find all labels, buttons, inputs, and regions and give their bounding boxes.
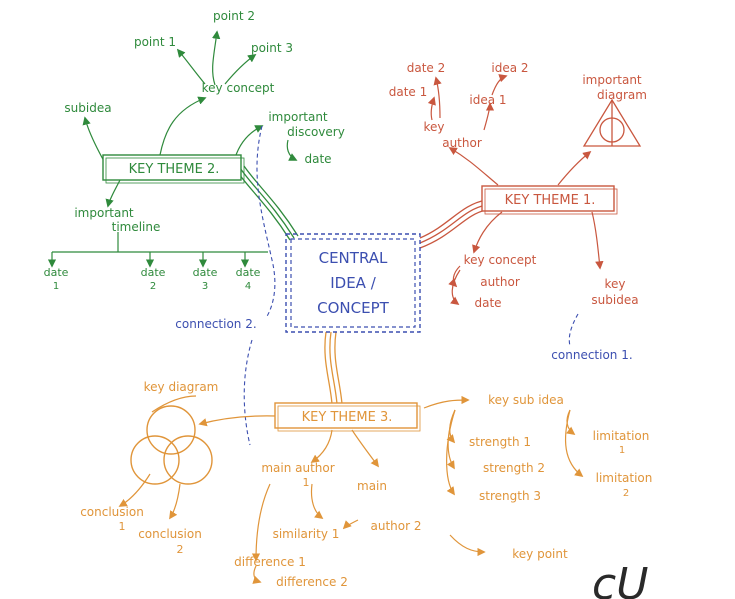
theme3-strength2: strength 2	[483, 461, 545, 475]
central-line-3: CONCEPT	[317, 299, 389, 317]
theme2-discovery-l2: discovery	[287, 125, 345, 139]
theme2-subidea: subidea	[64, 101, 111, 115]
theme1-key-concept: key concept	[464, 253, 537, 267]
central-line-1: CENTRAL	[319, 249, 388, 267]
theme2-point2: point 2	[213, 9, 255, 23]
theme1-author: author	[480, 275, 520, 289]
theme3-main-author1-l1: main author	[261, 461, 334, 475]
theme2-date-2-label: date	[141, 266, 166, 279]
theme1-date2: date 2	[407, 61, 446, 75]
connector-central-theme2	[235, 165, 299, 241]
theme2-key-concept: key concept	[202, 81, 275, 95]
theme2-date-3-label: date	[193, 266, 218, 279]
theme2-timeline-l2: timeline	[112, 220, 161, 234]
theme3-main-author2-l1: main	[357, 479, 387, 493]
theme3-conclusion1-l1: conclusion	[80, 505, 144, 519]
venn-diagram-icon	[130, 405, 213, 485]
theme2-date-3-num: 3	[202, 281, 208, 292]
theme3-main-author1-l2: 1	[303, 476, 310, 489]
theme3-difference1: difference 1	[234, 555, 306, 569]
theme2-discovery-l1: important	[268, 110, 328, 124]
theme3-difference2: difference 2	[276, 575, 348, 589]
theme3-limitation2-l2: 2	[623, 488, 629, 499]
theme3-key-diagram: key diagram	[144, 380, 219, 394]
theme2-node[interactable]: KEY THEME 2.	[102, 154, 245, 184]
theme3-main-author2-l2: author 2	[371, 519, 422, 533]
theme3-key-point: key point	[512, 547, 568, 561]
theme1-date1: date 1	[389, 85, 428, 99]
theme2-discovery-date: date	[304, 152, 331, 166]
theme2-date-1-label: date	[44, 266, 69, 279]
theme1-diagram-l2: diagram	[597, 88, 647, 102]
theme2-point1: point 1	[134, 35, 176, 49]
theme2-title: KEY THEME 2.	[129, 162, 220, 177]
theme1-node[interactable]: KEY THEME 1.	[481, 185, 618, 215]
theme3-key-subidea: key sub idea	[488, 393, 564, 407]
theme2-date-4-label: date	[236, 266, 261, 279]
theme3-conclusion1-l2: 1	[119, 520, 126, 533]
connection-1-label: connection 1.	[551, 348, 632, 362]
connector-central-theme3	[324, 331, 343, 405]
theme3-strength3: strength 3	[479, 489, 541, 503]
theme3-conclusion2-l2: 2	[177, 543, 184, 556]
theme1-key-subidea-l1: key	[604, 277, 625, 291]
theme2-point3: point 3	[251, 41, 293, 55]
theme3-conclusion2-l1: conclusion	[138, 527, 202, 541]
theme3-title: KEY THEME 3.	[302, 410, 393, 425]
theme3-limitation1-l1: limitation	[593, 429, 650, 443]
theme1-idea1: idea 1	[469, 93, 506, 107]
corner-mark-logo: cU	[592, 559, 648, 599]
theme1-key-subidea-l2: subidea	[591, 293, 638, 307]
connection-lines	[243, 125, 579, 446]
theme3-limitation1-l2: 1	[619, 445, 625, 456]
theme1-idea2: idea 2	[491, 61, 528, 75]
connection-2-label: connection 2.	[175, 317, 256, 331]
theme1-diagram-l1: important	[582, 73, 642, 87]
theme2-date-1-num: 1	[53, 281, 59, 292]
theme2-timeline-l1: important	[74, 206, 134, 220]
theme1-branch	[427, 74, 604, 306]
central-line-2: IDEA /	[330, 274, 376, 292]
theme1-key-author-l2: author	[442, 136, 482, 150]
theme1-key-author-l1: key	[423, 120, 444, 134]
theme3-similarity1: similarity 1	[273, 527, 340, 541]
theme1-date: date	[474, 296, 501, 310]
important-diagram-icon	[582, 98, 642, 147]
theme3-branch	[118, 395, 584, 584]
theme3-limitation2-l1: limitation	[596, 471, 653, 485]
theme1-title: KEY THEME 1.	[505, 193, 596, 208]
central-idea-node[interactable]: CENTRAL IDEA / CONCEPT	[285, 233, 421, 333]
connector-central-theme1	[419, 199, 487, 249]
theme2-date-4-num: 4	[245, 281, 251, 292]
theme3-strength1: strength 1	[469, 435, 531, 449]
theme2-branch	[47, 30, 298, 268]
theme3-node[interactable]: KEY THEME 3.	[274, 402, 421, 432]
theme2-date-2-num: 2	[150, 281, 156, 292]
